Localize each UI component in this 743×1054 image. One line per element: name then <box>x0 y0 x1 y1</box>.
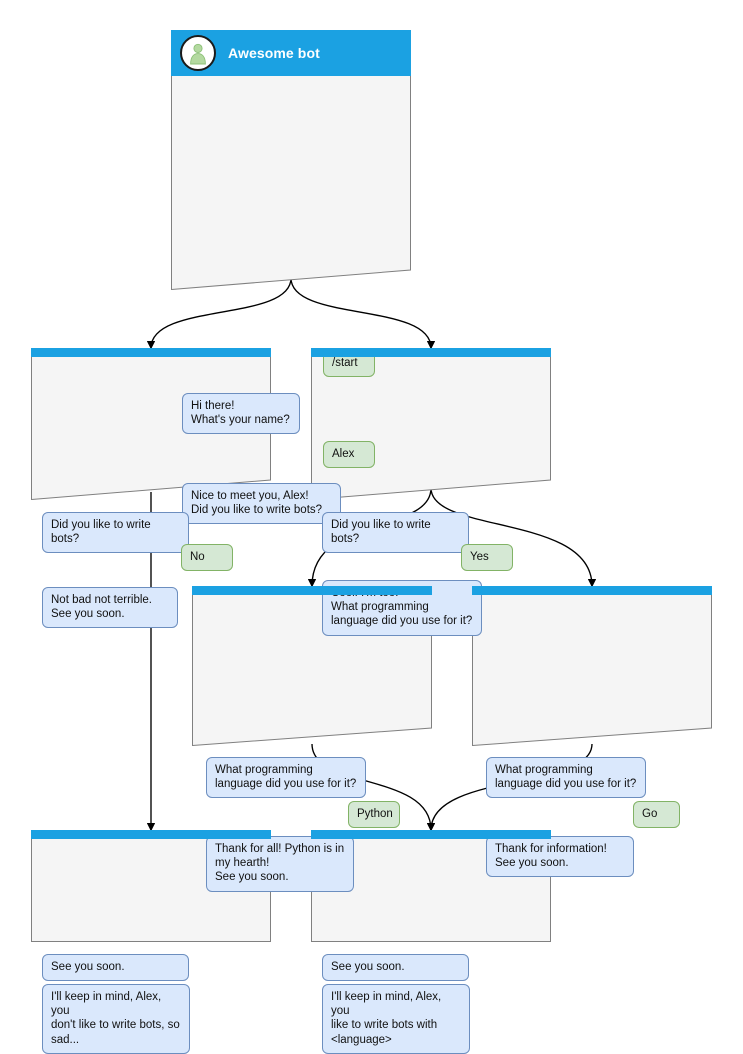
node-start[interactable]: Awesome bot /start Hi there! What's your… <box>171 30 411 525</box>
bot-title: Awesome bot <box>228 45 320 61</box>
bot-header-bar <box>31 830 271 839</box>
card-background <box>472 586 712 746</box>
bot-header-bar <box>311 348 551 357</box>
message-bubble-bot: See you soon. <box>322 954 469 982</box>
message-bubble-user: Go <box>633 801 680 829</box>
message-bubble-bot: I'll keep in mind, Alex, you don't like … <box>42 984 190 1054</box>
card-shell: What programming language did you use fo… <box>472 586 712 878</box>
message-bubble-bot: Did you like to write bots? <box>322 512 469 554</box>
message-bubble-bot: Nice to meet you, Alex! Did you like to … <box>182 483 341 525</box>
bot-header-bar: Awesome bot <box>171 30 411 76</box>
flow-diagram-canvas: Awesome bot /start Hi there! What's your… <box>31 30 712 1054</box>
bot-header-bar <box>311 830 551 839</box>
message-bubble-user: Alex <box>323 441 375 469</box>
message-bubble-bot: Hi there! What's your name? <box>182 393 300 435</box>
bot-header-bar <box>192 586 432 595</box>
message-bubble-bot: Did you like to write bots? <box>42 512 189 554</box>
node-lang-go[interactable]: What programming language did you use fo… <box>472 586 712 878</box>
message-bubble-bot: What programming language did you use fo… <box>486 757 646 799</box>
message-bubble-bot: Thank for all! Python is in my hearth! S… <box>206 836 354 892</box>
message-bubble-bot: Not bad not terrible. See you soon. <box>42 587 178 629</box>
message-bubble-user: Yes <box>461 544 513 572</box>
message-bubble-bot: I'll keep in mind, Alex, you like to wri… <box>322 984 470 1054</box>
message-bubble-user: No <box>181 544 233 572</box>
bot-header-bar <box>472 586 712 595</box>
message-bubble-user: Python <box>348 801 400 829</box>
message-bubble-bot: What programming language did you use fo… <box>206 757 366 799</box>
message-bubble-bot: Thank for information! See you soon. <box>486 836 634 878</box>
card-shell: Awesome bot /start Hi there! What's your… <box>171 30 411 525</box>
message-bubble-bot: See you soon. <box>42 954 189 982</box>
bot-header-bar <box>31 348 271 357</box>
person-avatar-icon <box>180 35 216 71</box>
